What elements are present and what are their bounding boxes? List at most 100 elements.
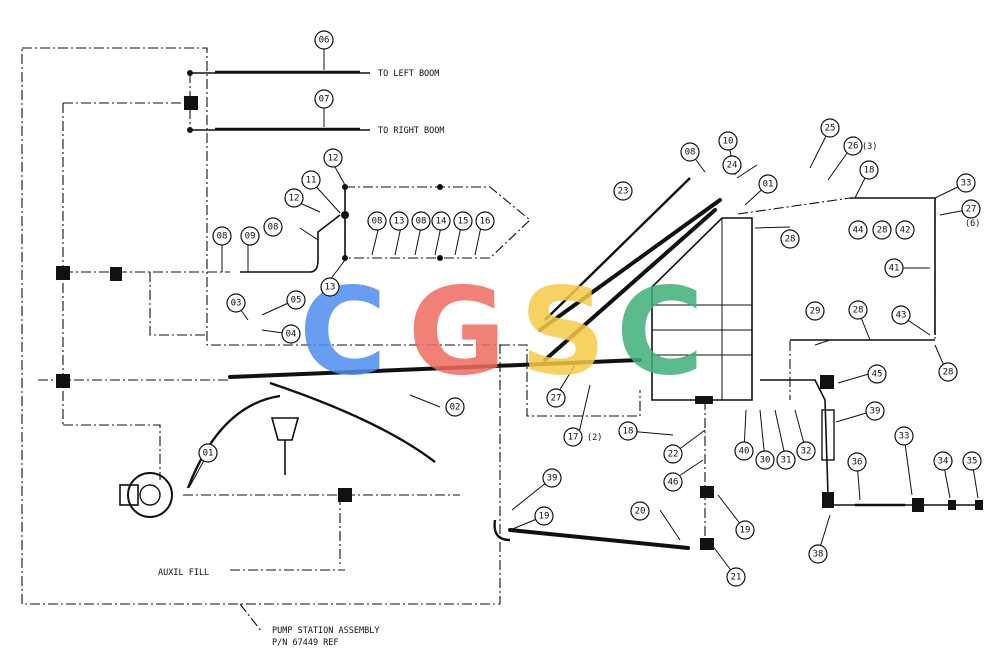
callout-46: 46 bbox=[663, 472, 683, 492]
callout-28: 28 bbox=[872, 220, 892, 240]
callout-text: 16 bbox=[480, 217, 491, 227]
callout-14: 14 bbox=[431, 211, 451, 231]
callout-text: 01 bbox=[763, 180, 774, 190]
callout-08: 08 bbox=[367, 211, 387, 231]
callout-text: 28 bbox=[877, 226, 888, 236]
callout-text: 18 bbox=[864, 166, 875, 176]
callout-text: 10 bbox=[723, 137, 734, 147]
callout-text: 02 bbox=[450, 403, 461, 413]
callout-45: 45 bbox=[867, 364, 887, 384]
callout-text: 08 bbox=[372, 217, 383, 227]
strainer-icon bbox=[270, 417, 300, 475]
callout-43: 43 bbox=[891, 305, 911, 325]
callout-07: 07 bbox=[314, 89, 334, 109]
callout-17: 17 bbox=[563, 427, 583, 447]
callout-09: 09 bbox=[240, 226, 260, 246]
callout-08: 08 bbox=[263, 217, 283, 237]
callout-33: 33 bbox=[956, 173, 976, 193]
callout-text: 39 bbox=[870, 407, 881, 417]
callout-text: 28 bbox=[853, 306, 864, 316]
callout-text: 33 bbox=[961, 179, 972, 189]
callout-text: 43 bbox=[896, 311, 907, 321]
callout-text: 42 bbox=[900, 226, 911, 236]
callout-08: 08 bbox=[212, 226, 232, 246]
callout-text: 19 bbox=[539, 512, 550, 522]
callout-text: 12 bbox=[328, 154, 339, 164]
callout-23: 23 bbox=[613, 181, 633, 201]
watermark-letter-c1: C bbox=[299, 264, 387, 403]
callout-29: 29 bbox=[805, 301, 825, 321]
callout-text: 15 bbox=[458, 217, 469, 227]
callout-26: 26 bbox=[843, 136, 863, 156]
callout-text: 44 bbox=[853, 226, 864, 236]
callout-06: 06 bbox=[314, 30, 334, 50]
callout-44: 44 bbox=[848, 220, 868, 240]
callout-text: 18 bbox=[623, 427, 634, 437]
callout-28: 28 bbox=[780, 229, 800, 249]
callout-text: 09 bbox=[245, 232, 256, 242]
callout-text: 32 bbox=[801, 447, 812, 457]
callout-33: 33 bbox=[894, 426, 914, 446]
callout-32: 32 bbox=[796, 441, 816, 461]
callout-text: 07 bbox=[319, 95, 330, 105]
callout-30: 30 bbox=[755, 450, 775, 470]
callout-04: 04 bbox=[281, 324, 301, 344]
qty-44-label: (6) bbox=[965, 219, 980, 229]
callout-text: 39 bbox=[547, 474, 558, 484]
callout-01: 01 bbox=[198, 443, 218, 463]
tank-outline bbox=[651, 217, 753, 401]
auxil-fill-label: AUXIL FILL bbox=[158, 568, 209, 578]
callout-text: 03 bbox=[231, 299, 242, 309]
callout-text: 31 bbox=[781, 456, 792, 466]
callout-20: 20 bbox=[630, 501, 650, 521]
callout-08: 08 bbox=[411, 211, 431, 231]
callout-25: 25 bbox=[820, 118, 840, 138]
callout-text: 34 bbox=[938, 457, 949, 467]
callout-text: 33 bbox=[899, 432, 910, 442]
callout-39: 39 bbox=[542, 468, 562, 488]
callout-text: 08 bbox=[268, 223, 279, 233]
callout-18: 18 bbox=[618, 421, 638, 441]
callout-text: 12 bbox=[289, 194, 300, 204]
callout-text: 22 bbox=[668, 450, 679, 460]
callout-13: 13 bbox=[320, 277, 340, 297]
callout-41: 41 bbox=[884, 258, 904, 278]
callout-28: 28 bbox=[938, 362, 958, 382]
callout-03: 03 bbox=[226, 293, 246, 313]
callout-text: 06 bbox=[319, 36, 330, 46]
callout-text: 20 bbox=[635, 507, 646, 517]
pump-station-leader bbox=[239, 603, 263, 633]
callout-19: 19 bbox=[534, 506, 554, 526]
callout-text: 08 bbox=[416, 217, 427, 227]
callout-12: 12 bbox=[284, 188, 304, 208]
callout-27: 27 bbox=[546, 388, 566, 408]
callout-02: 02 bbox=[445, 397, 465, 417]
callout-13: 13 bbox=[389, 211, 409, 231]
watermark-letter-s: S bbox=[520, 264, 606, 403]
callout-text: 45 bbox=[872, 370, 883, 380]
callout-text: 30 bbox=[760, 456, 771, 466]
callout-22: 22 bbox=[663, 444, 683, 464]
callout-28: 28 bbox=[848, 300, 868, 320]
callout-27: 27 bbox=[961, 199, 981, 219]
callout-text: 08 bbox=[685, 148, 696, 158]
callout-11: 11 bbox=[301, 170, 321, 190]
tank-boundary bbox=[500, 344, 641, 417]
qty-18b-label: (2) bbox=[587, 433, 602, 443]
callout-text: 29 bbox=[810, 307, 821, 317]
watermark-letter-c2: C bbox=[616, 264, 704, 403]
callout-text: 11 bbox=[306, 176, 317, 186]
callout-text: 21 bbox=[731, 573, 742, 583]
callout-text: 46 bbox=[668, 478, 679, 488]
callout-text: 38 bbox=[813, 550, 824, 560]
callout-40: 40 bbox=[734, 441, 754, 461]
callout-text: 40 bbox=[739, 447, 750, 457]
callout-text: 27 bbox=[551, 394, 562, 404]
callout-text: 24 bbox=[727, 161, 738, 171]
pump-icon bbox=[119, 472, 173, 518]
callout-42: 42 bbox=[895, 220, 915, 240]
callout-text: 13 bbox=[394, 217, 405, 227]
pump-station-title: PUMP STATION ASSEMBLY bbox=[272, 626, 379, 636]
